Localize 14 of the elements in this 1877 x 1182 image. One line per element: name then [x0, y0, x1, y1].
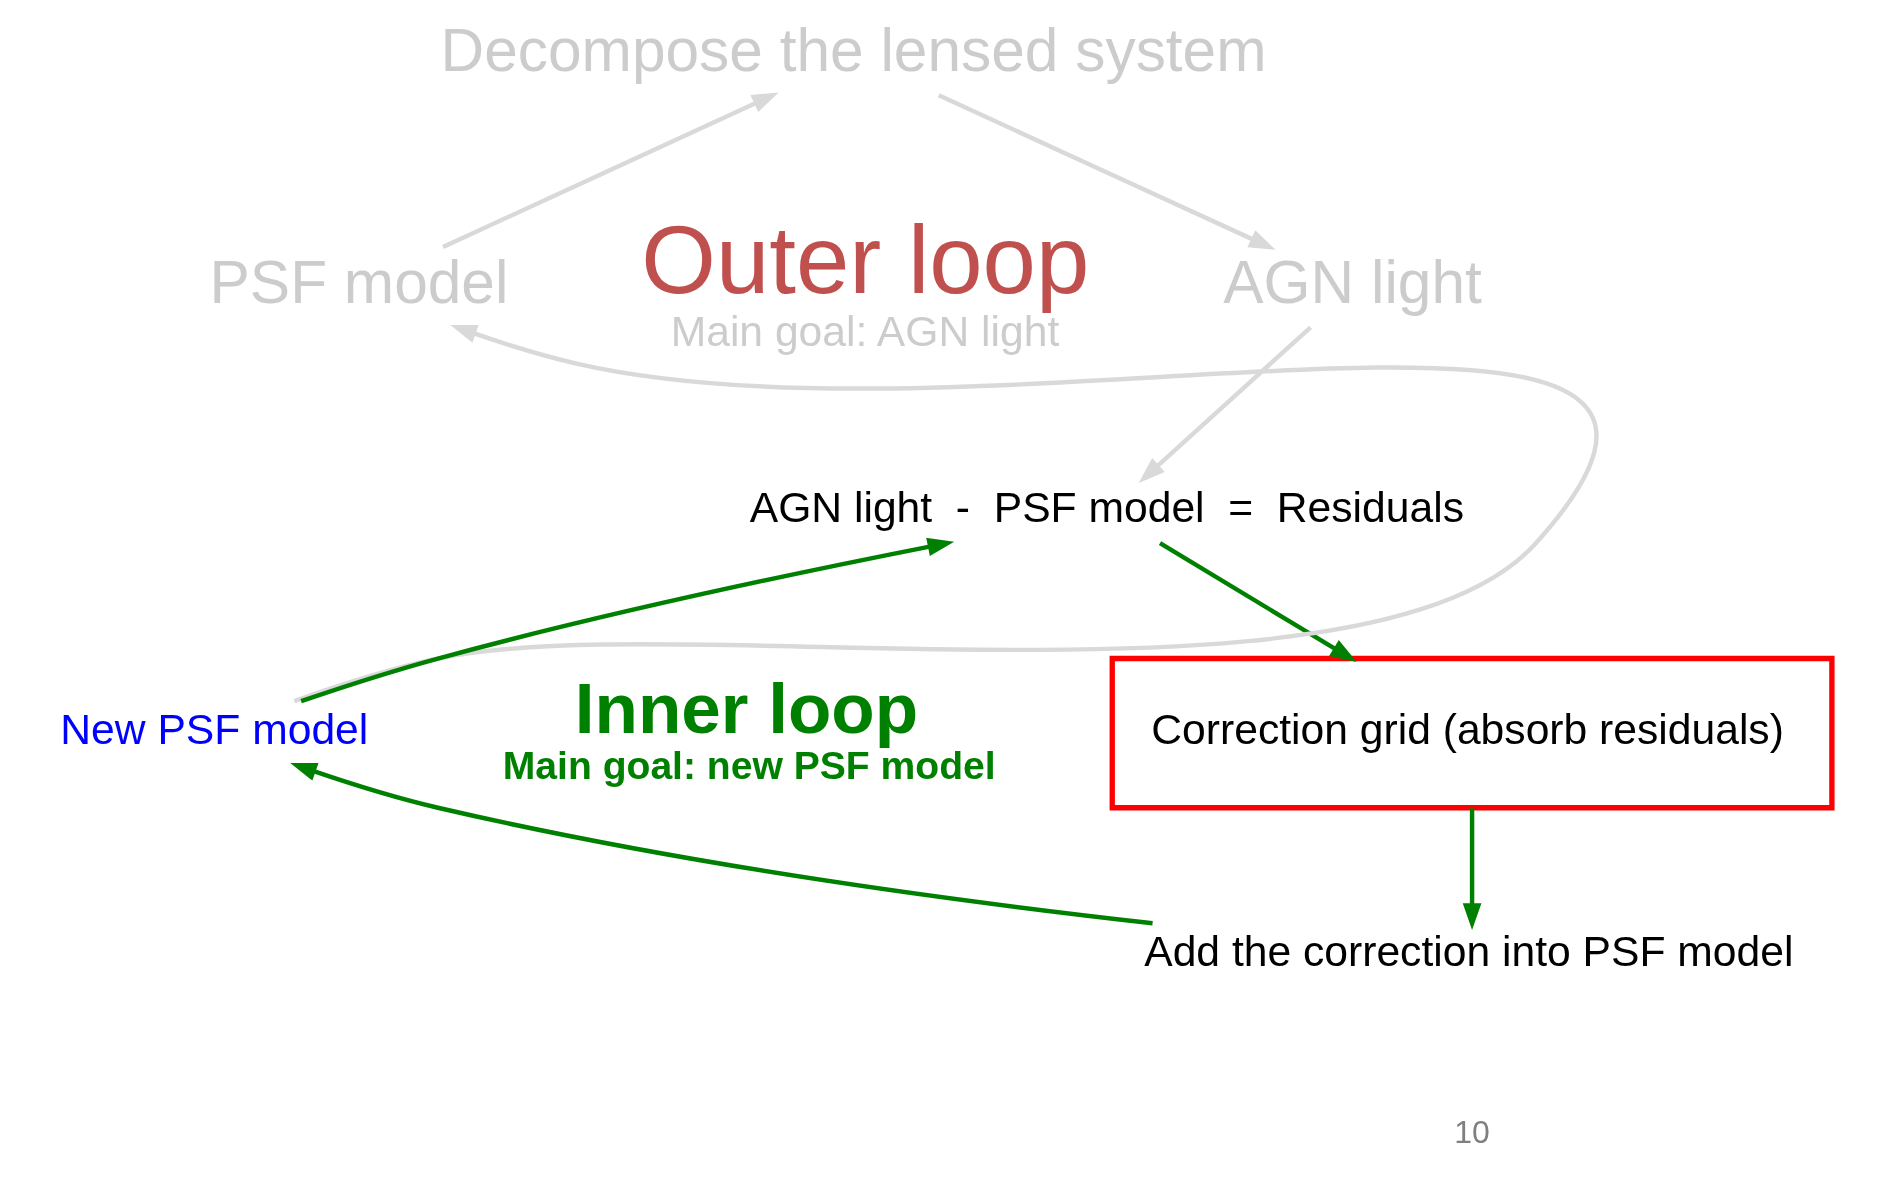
label: 10: [1453, 1113, 1490, 1150]
arrow: [1138, 325, 1312, 483]
arrow: [1462, 808, 1481, 930]
arrow: [1158, 541, 1357, 662]
node-text: Inner loop Main goal: new PSF model: [502, 669, 996, 787]
node-box: Correction grid (absorb residuals): [1109, 655, 1835, 811]
node-text: Add the correction into PSF model: [1143, 927, 1793, 976]
arrow: [293, 324, 1596, 704]
arrow: [937, 93, 1276, 250]
arrow: [441, 92, 779, 250]
arrow: [299, 537, 954, 704]
node-text: New PSF model: [59, 705, 368, 754]
node-text: AGN light - PSF model = Residuals: [749, 483, 1464, 532]
arrow: [289, 762, 1153, 926]
